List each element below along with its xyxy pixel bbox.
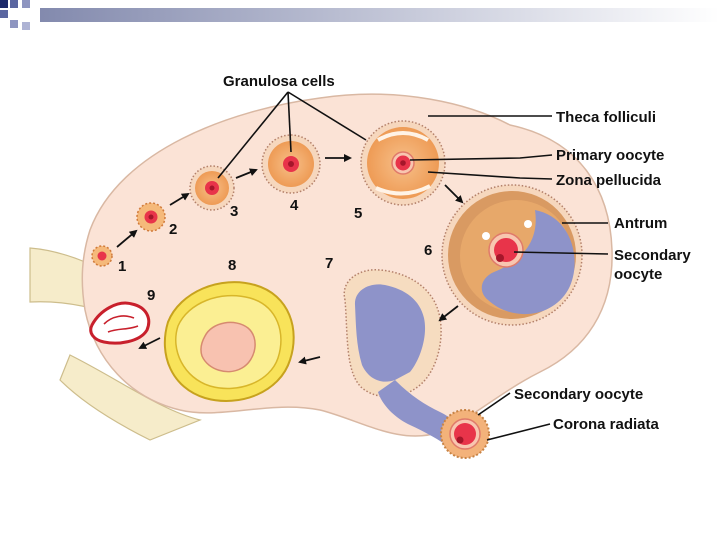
follicle-stage-6: [441, 184, 583, 326]
label-corona-radiata: Corona radiata: [553, 416, 660, 433]
follicle-stage-2: [136, 202, 166, 232]
antrum-cavity: [481, 210, 575, 315]
stage-number-8: 8: [228, 257, 236, 274]
label-antrum: Antrum: [614, 215, 667, 232]
follicle-stage-4: [261, 134, 321, 194]
corpus-albicans-stage-9: [89, 301, 151, 345]
stage-number-4: 4: [290, 197, 299, 214]
corpus-luteum-stage-8: [163, 281, 295, 402]
ovulated-secondary-oocyte: [440, 409, 490, 459]
follicle-stage-3: [189, 165, 235, 211]
stage-number-1: 1: [118, 258, 126, 275]
stage-number-2: 2: [169, 221, 177, 238]
follicle-stage-1: [91, 245, 113, 267]
slide-header-decoration: [0, 0, 720, 30]
follicle-stage-5: [360, 120, 446, 206]
label-zona-pellucida: Zona pellucida: [556, 172, 662, 189]
stage-number-6: 6: [424, 242, 432, 259]
stage-number-7: 7: [325, 255, 333, 272]
label-secondary-oocyte-ovulated: Secondary oocyte: [514, 386, 643, 403]
stage-number-5: 5: [354, 205, 362, 222]
label-theca-folliculi: Theca folliculi: [556, 109, 656, 126]
ligament-band-lower: [59, 354, 202, 441]
label-secondary-oocyte-line2: oocyte: [614, 266, 662, 283]
label-primary-oocyte: Primary oocyte: [556, 147, 664, 164]
ruptured-follicle-stage-7: [343, 269, 462, 448]
label-granulosa-cells: Granulosa cells: [223, 73, 335, 90]
stage-number-9: 9: [147, 287, 155, 304]
label-secondary-oocyte-line1: Secondary: [614, 247, 691, 264]
leader-lines: [217, 91, 609, 441]
stage-number-3: 3: [230, 203, 238, 220]
development-arrows: [116, 154, 464, 365]
